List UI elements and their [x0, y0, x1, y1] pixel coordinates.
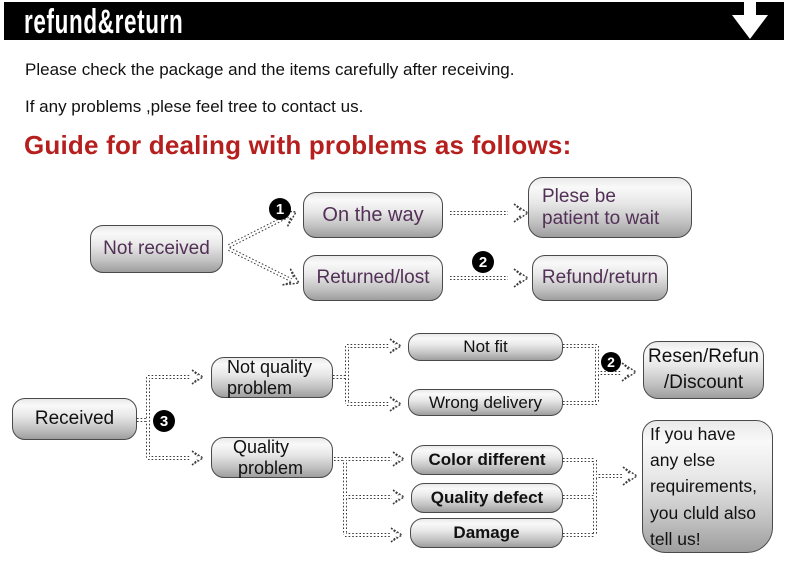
guide-heading: Guide for dealing with problems as follo…	[24, 130, 572, 160]
badge-2-top: 2	[472, 251, 494, 273]
down-arrow-icon	[732, 0, 768, 39]
badge-1: 1	[269, 198, 291, 220]
page-title: refund&return	[24, 3, 184, 41]
node-quality-problem: Quality problem	[211, 437, 333, 478]
connector-notquality-branch	[333, 338, 403, 412]
connector-ontheway-wait	[450, 203, 530, 223]
node-on-the-way: On the way	[303, 192, 443, 238]
connector-notreceived-returnedlost	[228, 247, 301, 286]
node-not-received: Not received	[90, 225, 223, 273]
node-resen-refun-discount: Resen/Refun /Discount	[643, 341, 764, 399]
node-refund-return: Refund/return	[532, 255, 668, 301]
node-not-quality-problem: Not quality problem	[211, 357, 333, 398]
connector-quality-branch	[334, 451, 406, 543]
node-plese-be-patient: Plese be patient to wait	[528, 177, 692, 238]
node-color-different: Color different	[411, 445, 563, 475]
node-damage: Damage	[410, 518, 563, 548]
connector-merge-ifyouhave	[563, 458, 639, 537]
intro-line-1: Please check the package and the items c…	[25, 60, 515, 79]
node-wrong-delivery: Wrong delivery	[408, 389, 563, 416]
node-if-you-have: If you have any else requirements, you c…	[642, 420, 773, 553]
node-returned-lost: Returned/lost	[303, 255, 443, 301]
node-quality-defect: Quality defect	[411, 483, 563, 513]
badge-2-bottom: 2	[601, 352, 621, 372]
connector-returnedlost-refund	[450, 268, 530, 288]
intro-line-2: If any problems ,plese feel tree to cont…	[25, 97, 364, 116]
node-received: Received	[12, 398, 137, 440]
connector-merge-resen	[563, 344, 638, 405]
node-not-fit: Not fit	[408, 333, 563, 361]
header-bar: refund&return	[4, 2, 784, 41]
badge-3: 3	[153, 410, 175, 432]
